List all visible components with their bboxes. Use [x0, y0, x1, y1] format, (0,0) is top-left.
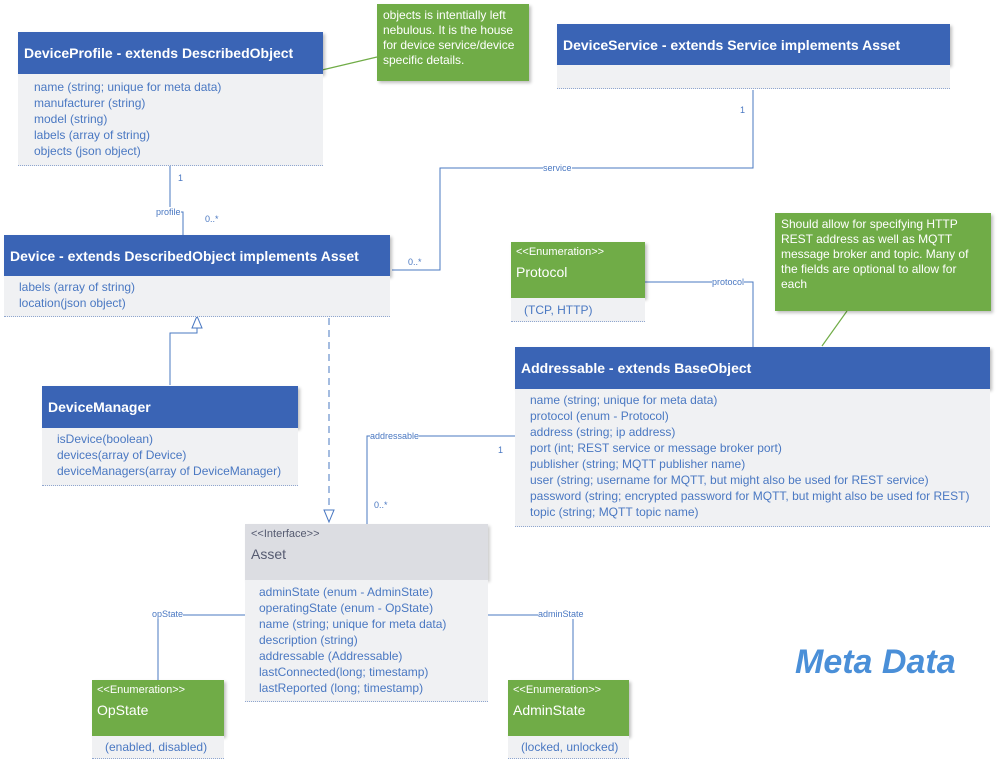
adminstate-stereotype: <<Enumeration>> [513, 684, 602, 696]
device-service-header: DeviceService - extends Service implemen… [557, 24, 950, 65]
service-mult-many: 0..* [408, 257, 422, 267]
adminstate-values: (locked, unlocked) [508, 736, 629, 759]
addressable-attributes: name (string; unique for meta data) prot… [515, 389, 990, 527]
attribute: devices(array of Device) [57, 448, 187, 462]
attribute: manufacturer (string) [34, 96, 146, 110]
device-profile-title: DeviceProfile - extends DescribedObject [24, 45, 294, 61]
protocol-header: <<Enumeration>> Protocol [511, 242, 645, 298]
addressable-note: Should allow for specifying HTTP REST ad… [775, 213, 991, 311]
protocol-stereotype: <<Enumeration>> [516, 246, 605, 258]
attribute: name (string; unique for meta data) [34, 80, 222, 94]
attribute: user (string; username for MQTT, but mig… [530, 473, 929, 487]
asset-attributes: adminState (enum - AdminState) operating… [245, 580, 488, 702]
device-manager-class: DeviceManager isDevice(boolean) devices(… [42, 386, 298, 486]
attribute: address (string; ip address) [530, 425, 676, 439]
opstate-enum: <<Enumeration>> OpState (enabled, disabl… [92, 680, 224, 759]
attribute: lastConnected(long; timestamp) [259, 665, 429, 679]
opstate-name: OpState [97, 702, 149, 718]
device-title: Device - extends DescribedObject impleme… [10, 247, 359, 264]
opstate-stereotype: <<Enumeration>> [97, 684, 186, 696]
device-service-title: DeviceService - extends Service implemen… [563, 36, 901, 53]
service-mult-1: 1 [740, 105, 746, 115]
device-class: Device - extends DescribedObject impleme… [4, 235, 390, 317]
addressable-mult-many: 0..* [374, 500, 388, 510]
diagram-title: Meta Data [795, 643, 956, 681]
attribute: operatingState (enum - OpState) [259, 601, 434, 615]
attribute: port (int; REST service or message broke… [530, 441, 782, 455]
opstate-role-label: opState [152, 609, 184, 619]
device-manager-attributes: isDevice(boolean) devices(array of Devic… [42, 428, 298, 486]
attribute: deviceManagers(array of DeviceManager) [57, 464, 282, 478]
device-profile-class: DeviceProfile - extends DescribedObject … [18, 32, 323, 166]
adminstate-enum: <<Enumeration>> AdminState (locked, unlo… [508, 680, 629, 759]
profile-mult-many: 0..* [205, 214, 219, 224]
asset-name: Asset [251, 546, 287, 562]
asset-header: <<Interface>> Asset [245, 524, 488, 580]
attribute: objects (json object) [34, 144, 141, 158]
protocol-enum: <<Enumeration>> Protocol (TCP, HTTP) [511, 242, 645, 322]
attribute: labels (array of string) [19, 280, 136, 294]
attribute: isDevice(boolean) [57, 432, 154, 446]
attribute: publisher (string; MQTT publisher name) [530, 457, 746, 471]
device-profile-header: DeviceProfile - extends DescribedObject [18, 32, 323, 74]
addressable-title: Addressable - extends BaseObject [521, 360, 752, 376]
service-role-label: service [543, 163, 572, 173]
adminstate-header: <<Enumeration>> AdminState [508, 680, 629, 736]
protocol-role-label: protocol [712, 277, 745, 287]
attribute: adminState (enum - AdminState) [259, 585, 434, 599]
device-service-class: DeviceService - extends Service implemen… [557, 24, 950, 89]
addressable-class: Addressable - extends BaseObject name (s… [515, 347, 990, 527]
device-service-attributes [557, 65, 950, 89]
adminstate-role-label: adminState [538, 609, 584, 619]
addressable-header: Addressable - extends BaseObject [515, 347, 990, 389]
attribute: password (string; encrypted password for… [530, 489, 970, 503]
device-profile-attributes: name (string; unique for meta data) manu… [18, 74, 323, 166]
protocol-name: Protocol [516, 264, 568, 280]
attribute: description (string) [259, 633, 358, 647]
adminstate-name: AdminState [513, 702, 586, 718]
attribute: addressable (Addressable) [259, 649, 403, 663]
attribute: lastReported (long; timestamp) [259, 681, 424, 695]
attribute: name (string; unique for meta data) [259, 617, 447, 631]
device-attributes: labels (array of string) location(json o… [4, 276, 390, 317]
attribute: labels (array of string) [34, 128, 151, 142]
attribute: protocol (enum - Protocol) [530, 409, 669, 423]
device-manager-header: DeviceManager [42, 386, 298, 428]
asset-interface: <<Interface>> Asset adminState (enum - A… [245, 524, 488, 702]
attribute: model (string) [34, 112, 108, 126]
profile-mult-1: 1 [178, 173, 184, 183]
opstate-values: (enabled, disabled) [92, 736, 224, 759]
attribute: name (string; unique for meta data) [530, 393, 718, 407]
device-manager-title: DeviceManager [48, 399, 151, 415]
device-header: Device - extends DescribedObject impleme… [4, 235, 390, 276]
profile-role-label: profile [156, 207, 181, 217]
protocol-values: (TCP, HTTP) [511, 298, 645, 322]
addressable-role-label: addressable [370, 431, 420, 441]
addressable-mult-1: 1 [498, 445, 504, 455]
attribute: location(json object) [19, 296, 126, 310]
attribute: topic (string; MQTT topic name) [530, 505, 699, 519]
opstate-header: <<Enumeration>> OpState [92, 680, 224, 736]
asset-stereotype: <<Interface>> [251, 528, 320, 540]
objects-note: objects is intentially left nebulous. It… [377, 4, 529, 81]
